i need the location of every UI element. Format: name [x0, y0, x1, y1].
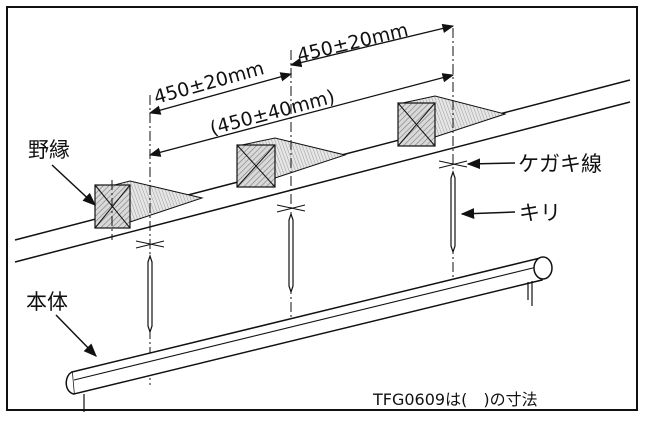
joist-label: 野縁: [28, 138, 70, 162]
dimension-lines: [148, 23, 455, 157]
body-rail: [65, 256, 553, 412]
dimension-label-spacing-1: 450±20mm: [151, 57, 266, 109]
dimension-label-tfg: (450±40mm): [208, 86, 338, 140]
scribe-line-label: ケガキ線: [518, 152, 602, 176]
scribe-marks: [135, 160, 468, 249]
body-label: 本体: [26, 290, 68, 314]
model-note: TFG0609は( )の寸法: [372, 390, 538, 409]
diagram-frame: [6, 6, 638, 411]
leader-arrows: [51, 158, 516, 357]
drill-label: キリ: [519, 201, 561, 225]
drill-holes: [147, 170, 456, 334]
dimension-label-spacing-2: 450±20mm: [295, 19, 410, 67]
joist-block-1: [94, 180, 204, 229]
